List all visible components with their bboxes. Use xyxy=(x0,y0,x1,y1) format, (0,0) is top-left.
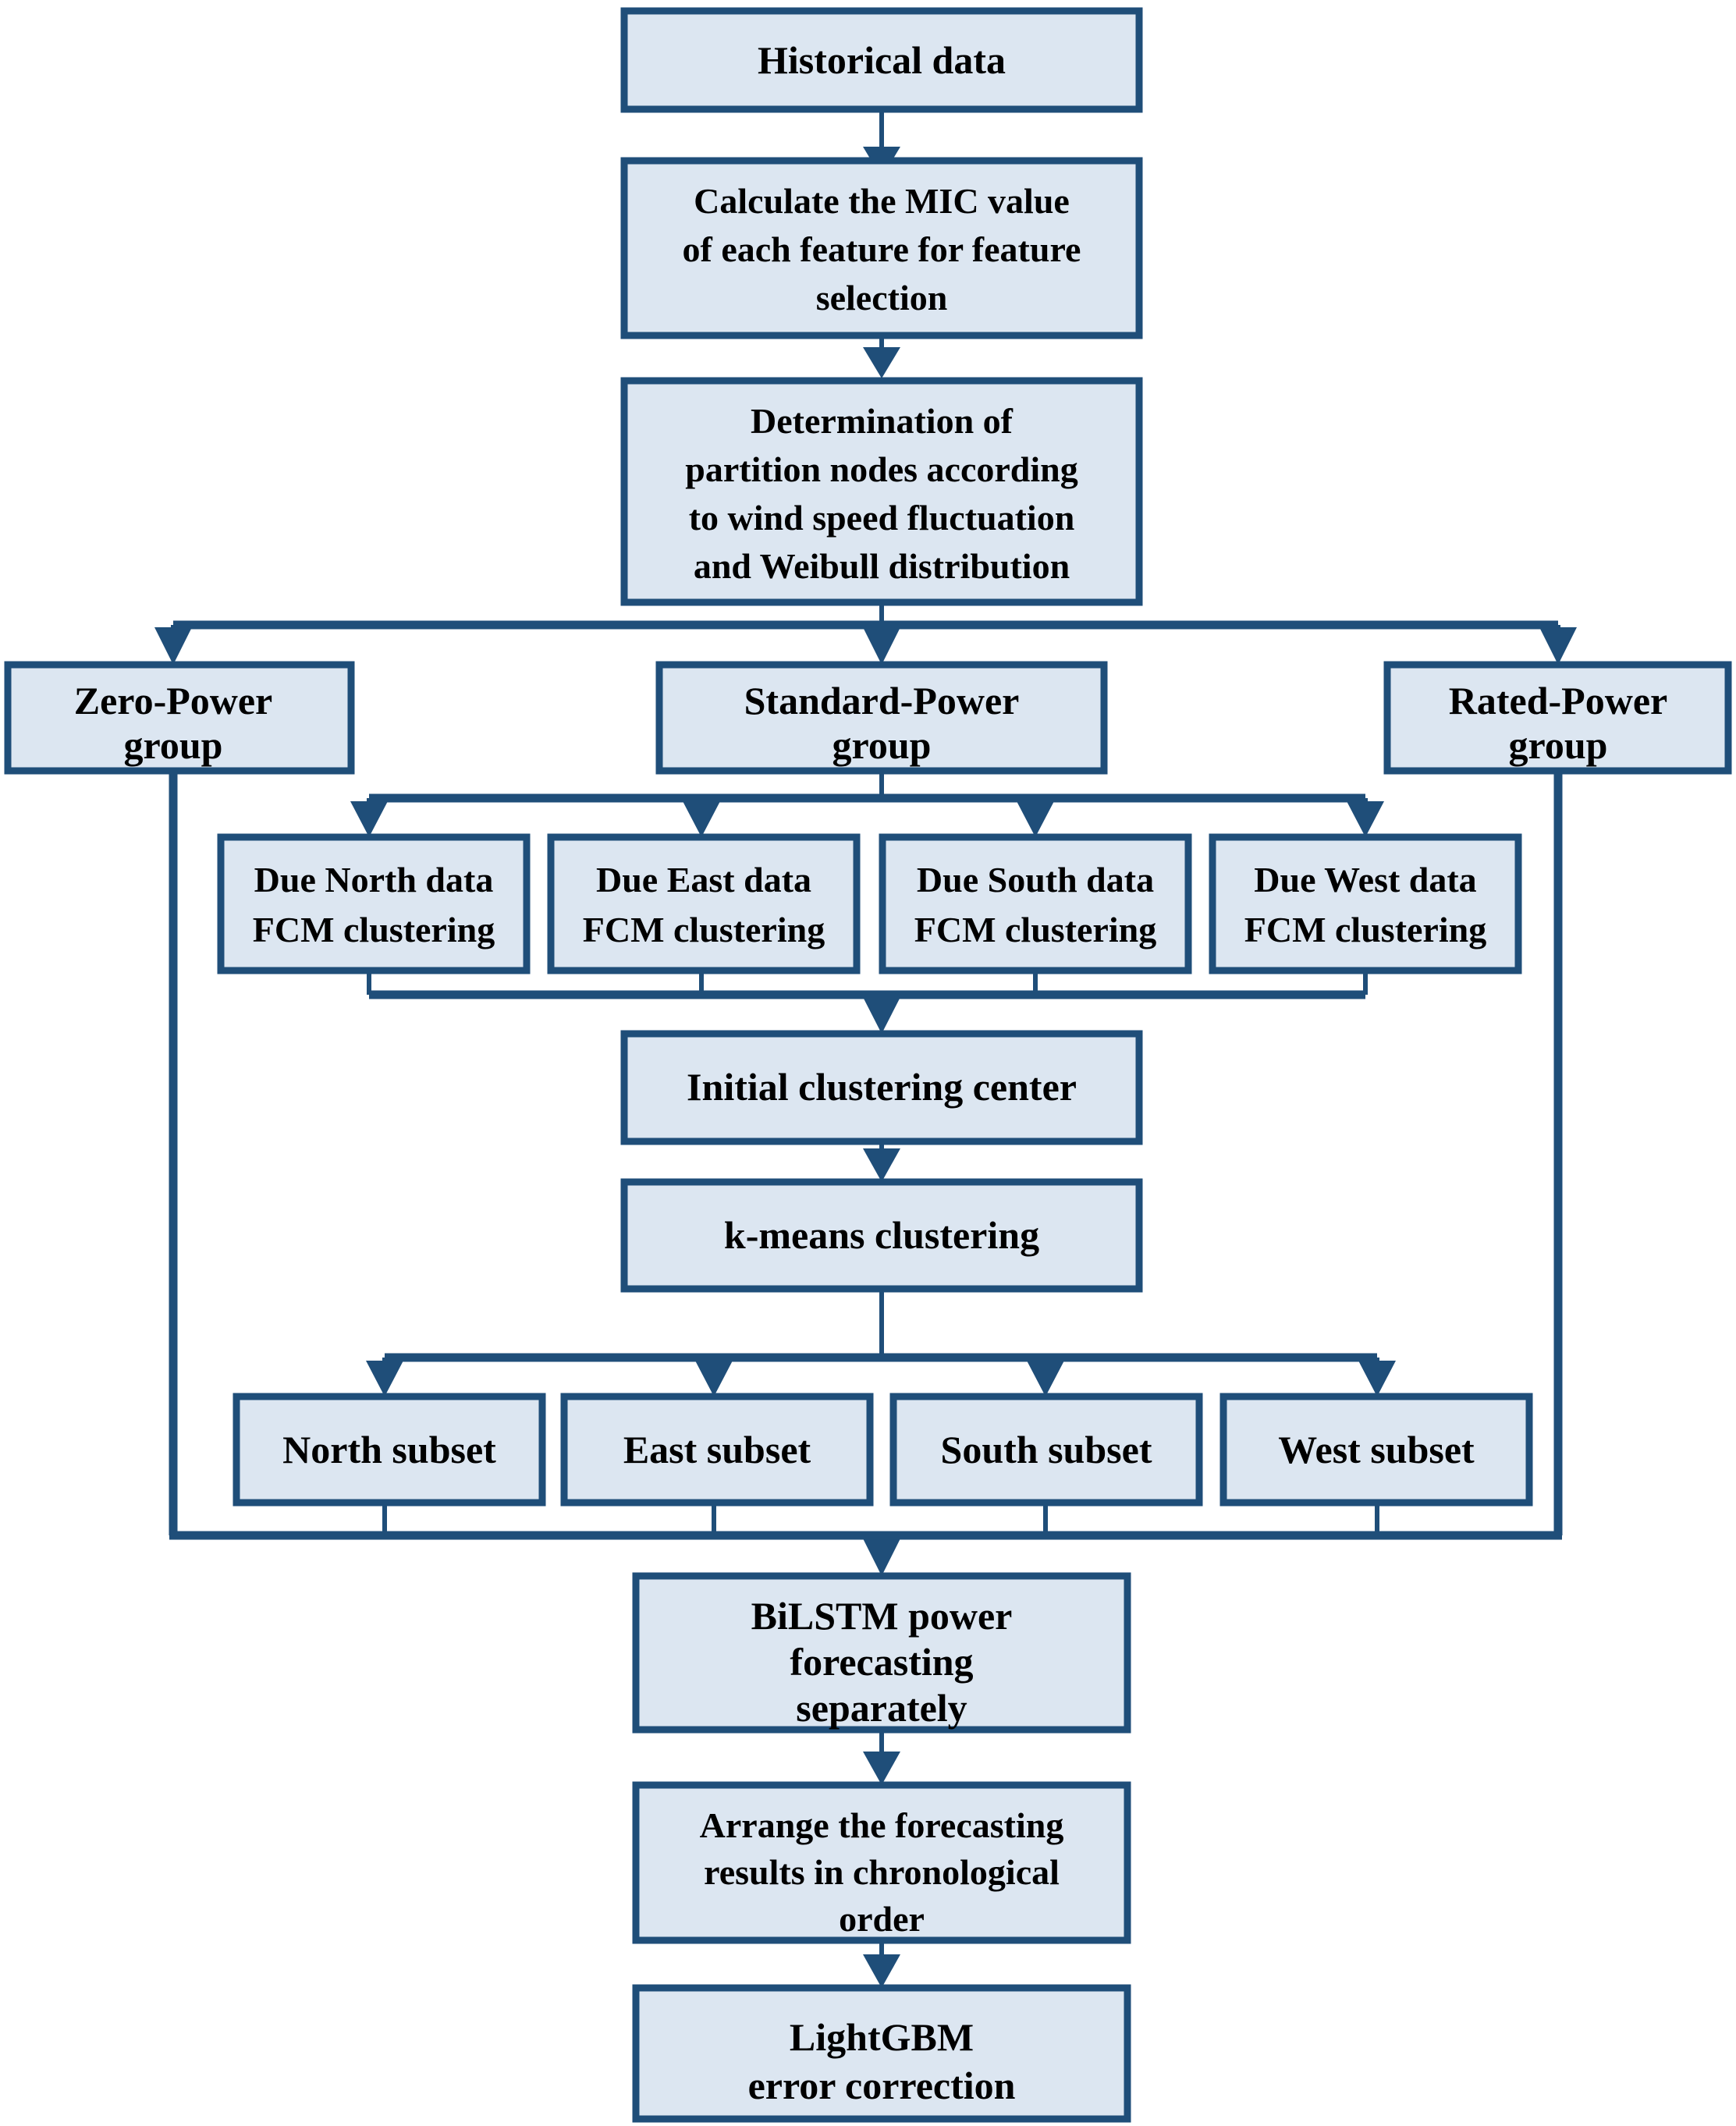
node-historical-data[interactable]: Historical data xyxy=(620,7,1143,113)
arrowhead-icon xyxy=(683,801,720,837)
node-label-line-1: Due North data xyxy=(254,860,494,900)
node-box xyxy=(1209,833,1522,974)
node-label-line-2: results in chronological xyxy=(704,1852,1060,1892)
node-label-line-2: of each feature for feature xyxy=(683,229,1081,269)
node-label: Initial clustering center xyxy=(687,1065,1077,1109)
node-kmeans-clustering[interactable]: k-means clustering xyxy=(620,1178,1143,1293)
node-box xyxy=(620,377,1143,606)
node-label: East subset xyxy=(623,1428,811,1471)
node-box xyxy=(655,661,1108,775)
node-label-line-3: to wind speed fluctuation xyxy=(689,498,1075,538)
node-label-line-1: Due South data xyxy=(917,860,1154,900)
node-subset-south[interactable]: South subset xyxy=(889,1393,1203,1507)
node-initial-clustering-center[interactable]: Initial clustering center xyxy=(620,1030,1143,1145)
node-box xyxy=(233,1393,546,1507)
node-label-line-1: BiLSTM power xyxy=(751,1594,1013,1638)
node-label-line-1: Calculate the MIC value xyxy=(694,181,1070,221)
node-label-line-2: FCM clustering xyxy=(583,910,825,949)
node-label-line-1: Determination of xyxy=(751,401,1014,441)
node-box xyxy=(632,1781,1131,1944)
node-label-line-2: group xyxy=(124,723,223,767)
node-box xyxy=(4,661,355,775)
node-rated-power-group[interactable]: Rated-Power group xyxy=(1383,661,1732,775)
node-box xyxy=(632,1984,1131,2123)
arrowhead-icon xyxy=(863,1954,900,1988)
node-subset-east[interactable]: East subset xyxy=(560,1393,874,1507)
node-label-line-2: group xyxy=(832,723,932,767)
node-box xyxy=(620,1178,1143,1293)
node-label-line-2: partition nodes according xyxy=(685,449,1077,489)
node-label-line-2: FCM clustering xyxy=(914,910,1156,949)
node-label-line-2: FCM clustering xyxy=(253,910,495,949)
node-label: South subset xyxy=(941,1428,1152,1471)
node-label-line-1: LightGBM xyxy=(790,2015,974,2059)
node-fcm-east[interactable]: Due East data FCM clustering xyxy=(547,833,861,974)
node-label: West subset xyxy=(1278,1428,1475,1471)
node-label-line-1: Zero-Power xyxy=(74,679,273,722)
node-box xyxy=(217,833,531,974)
node-label: k-means clustering xyxy=(724,1213,1039,1257)
node-box xyxy=(889,1393,1203,1507)
node-box xyxy=(1219,1393,1533,1507)
node-fcm-north[interactable]: Due North data FCM clustering xyxy=(217,833,531,974)
node-box xyxy=(1383,661,1732,775)
node-partition-nodes[interactable]: Determination of partition nodes accordi… xyxy=(620,377,1143,606)
arrowhead-icon xyxy=(1539,627,1577,665)
node-box xyxy=(879,833,1192,974)
node-label: Historical data xyxy=(758,38,1006,82)
arrowhead-icon xyxy=(1358,1361,1396,1397)
arrowhead-icon xyxy=(863,1752,900,1785)
node-subset-west[interactable]: West subset xyxy=(1219,1393,1533,1507)
node-lightgbm[interactable]: LightGBM error correction xyxy=(632,1984,1131,2123)
node-label-line-1: Standard-Power xyxy=(744,679,1020,722)
arrowhead-icon xyxy=(863,1148,900,1182)
node-label-line-1: Rated-Power xyxy=(1449,679,1667,722)
node-box xyxy=(620,7,1143,113)
arrowhead-icon xyxy=(154,627,192,665)
node-label-line-1: Arrange the forecasting xyxy=(700,1805,1064,1845)
node-label-line-4: and Weibull distribution xyxy=(694,546,1070,586)
arrowhead-icon xyxy=(695,1361,733,1397)
node-label-line-2: FCM clustering xyxy=(1244,910,1486,949)
arrowhead-icon xyxy=(863,627,900,665)
node-label-line-3: separately xyxy=(796,1686,967,1730)
node-subset-north[interactable]: North subset xyxy=(233,1393,546,1507)
arrowhead-icon xyxy=(863,347,900,378)
node-standard-power-group[interactable]: Standard-Power group xyxy=(655,661,1108,775)
node-box xyxy=(560,1393,874,1507)
node-label-line-2: forecasting xyxy=(790,1640,973,1684)
node-arrange-results[interactable]: Arrange the forecasting results in chron… xyxy=(632,1781,1131,1944)
node-box xyxy=(620,1030,1143,1145)
arrowhead-icon xyxy=(1017,801,1054,837)
node-label-line-1: Due East data xyxy=(596,860,811,900)
node-label-line-2: error correction xyxy=(748,2064,1016,2107)
connector-layer xyxy=(154,109,1577,1988)
node-fcm-west[interactable]: Due West data FCM clustering xyxy=(1209,833,1522,974)
node-label-line-3: order xyxy=(839,1899,925,1939)
node-mic-value[interactable]: Calculate the MIC value of each feature … xyxy=(620,157,1143,339)
arrowhead-icon xyxy=(366,1361,403,1397)
node-bilstm[interactable]: BiLSTM power forecasting separately xyxy=(632,1572,1131,1734)
node-label-line-3: selection xyxy=(816,278,948,318)
node-label-line-1: Due West data xyxy=(1254,860,1476,900)
node-box xyxy=(620,157,1143,339)
node-label: North subset xyxy=(282,1428,496,1471)
arrowhead-icon xyxy=(863,1539,900,1576)
node-box xyxy=(547,833,861,974)
arrowhead-icon xyxy=(1027,1361,1064,1397)
node-fcm-south[interactable]: Due South data FCM clustering xyxy=(879,833,1192,974)
node-label-line-2: group xyxy=(1509,723,1608,767)
arrowhead-icon xyxy=(350,801,388,837)
arrowhead-icon xyxy=(1347,801,1384,837)
node-zero-power-group[interactable]: Zero-Power group xyxy=(4,661,355,775)
arrowhead-icon xyxy=(863,997,900,1034)
node-box xyxy=(632,1572,1131,1734)
